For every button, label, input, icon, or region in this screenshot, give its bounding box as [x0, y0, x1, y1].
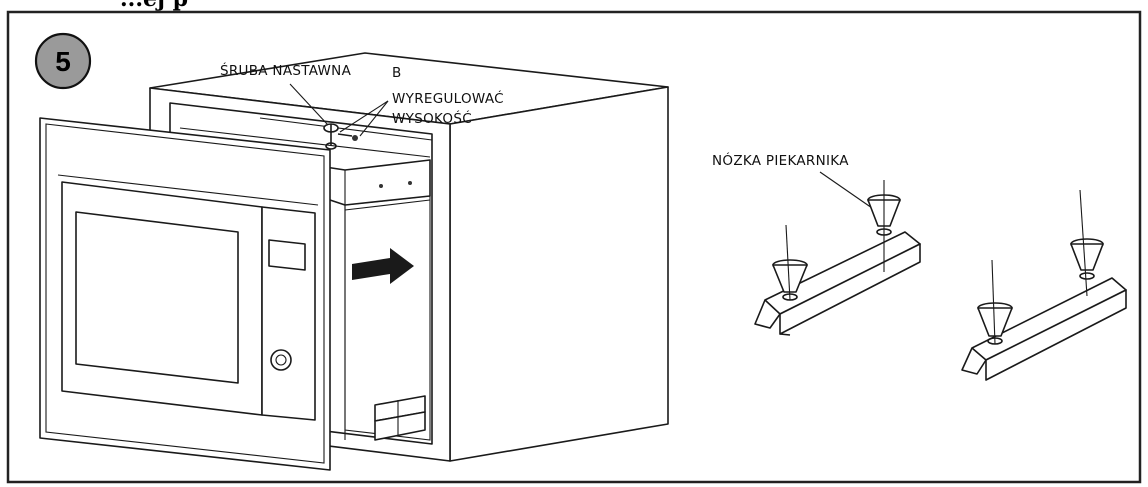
push-arrow-icon	[352, 248, 414, 284]
callout-adjust-2	[359, 100, 389, 137]
heading-fragment: ...ej p	[120, 0, 188, 12]
callout-screw	[289, 83, 329, 126]
label-oven-foot: NÓZKA PIEKARNIKA	[712, 151, 849, 169]
label-adjust-screw: ŚRUBA NASTAWNA	[220, 61, 352, 79]
oven-foot-rail-1	[754, 180, 921, 336]
diagram-frame	[6, 10, 1142, 484]
callout-oven-foot	[819, 171, 873, 209]
oven-foot-rail-2	[961, 189, 1127, 381]
label-adjust-line1: WYREGULOWAĆ	[392, 89, 504, 107]
cabinet-rails	[374, 395, 426, 441]
step-badge: 5	[34, 32, 92, 90]
adjustment-screw	[323, 123, 358, 150]
oven-display	[268, 239, 306, 271]
control-panel	[261, 206, 316, 421]
label-adjust-screw-letter: B	[392, 65, 402, 81]
oven-front	[39, 117, 331, 471]
oven-window	[75, 211, 239, 384]
control-knob	[270, 349, 292, 371]
step-number: 5	[55, 46, 71, 77]
label-adjust-line2: WYSOKOŚĆ	[392, 109, 472, 127]
callout-adjust-1	[339, 100, 389, 133]
